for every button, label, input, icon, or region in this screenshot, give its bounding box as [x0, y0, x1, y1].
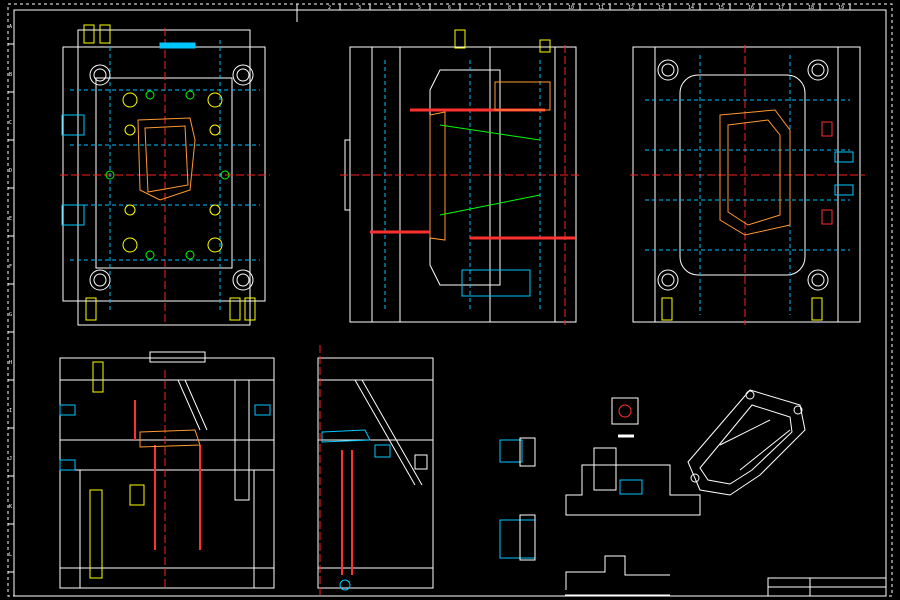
frame-tick-label: 9 [538, 5, 541, 11]
frame-tick-label: F [9, 264, 12, 270]
frame-tick-label: A [9, 24, 12, 30]
frame-tick-label: I [9, 408, 12, 414]
frame-top-ticks: 2 3 4 5 6 7 8 9 10 11 12 13 14 15 16 17 18 19 [328, 4, 851, 11]
frame-tick-label: E [9, 216, 12, 222]
frame-tick-label: 16 [748, 5, 754, 11]
frame-tick-label: 18 [808, 5, 814, 11]
frame-tick-label: C [9, 120, 12, 126]
frame-tick-label: 11 [598, 5, 604, 11]
frame-tick-label: 13 [658, 5, 664, 11]
frame-tick-label: 17 [778, 5, 784, 11]
frame-tick-label: B [9, 72, 12, 78]
frame-tick-label: 3 [358, 5, 361, 11]
frame-tick-label: 7 [478, 5, 481, 11]
frame-tick-label: H [9, 360, 12, 366]
part-isometric-view [687, 389, 806, 496]
mold-view-section-front [59, 351, 275, 590]
frame-tick-label: J [9, 456, 12, 462]
frame-tick-label: 2 [328, 5, 331, 11]
title-block [767, 577, 887, 597]
mold-view-plan-moving [630, 45, 865, 325]
frame-tick-label: L [9, 552, 12, 558]
frame-tick-label: G [9, 312, 12, 318]
frame-tick-label: 4 [388, 5, 391, 11]
frame-tick-label: 5 [418, 5, 421, 11]
drawing-frame [7, 3, 893, 597]
frame-tick-label: 10 [568, 5, 574, 11]
frame-left-ticks: A B C D E F G H I J K L [8, 24, 14, 573]
frame-tick-label: 15 [718, 5, 724, 11]
mold-view-section-partial [317, 345, 434, 595]
frame-tick-label: 12 [628, 5, 634, 11]
frame-tick-label: 8 [508, 5, 511, 11]
frame-tick-label: 6 [448, 5, 451, 11]
frame-tick-label: 19 [838, 5, 844, 11]
frame-tick-label: 14 [688, 5, 694, 11]
frame-tick-label: K [9, 504, 12, 510]
frame-tick-label: D [9, 168, 12, 174]
detail-views [499, 397, 701, 596]
mold-view-plan-fixed [60, 24, 270, 326]
mold-view-section-side [340, 29, 580, 325]
